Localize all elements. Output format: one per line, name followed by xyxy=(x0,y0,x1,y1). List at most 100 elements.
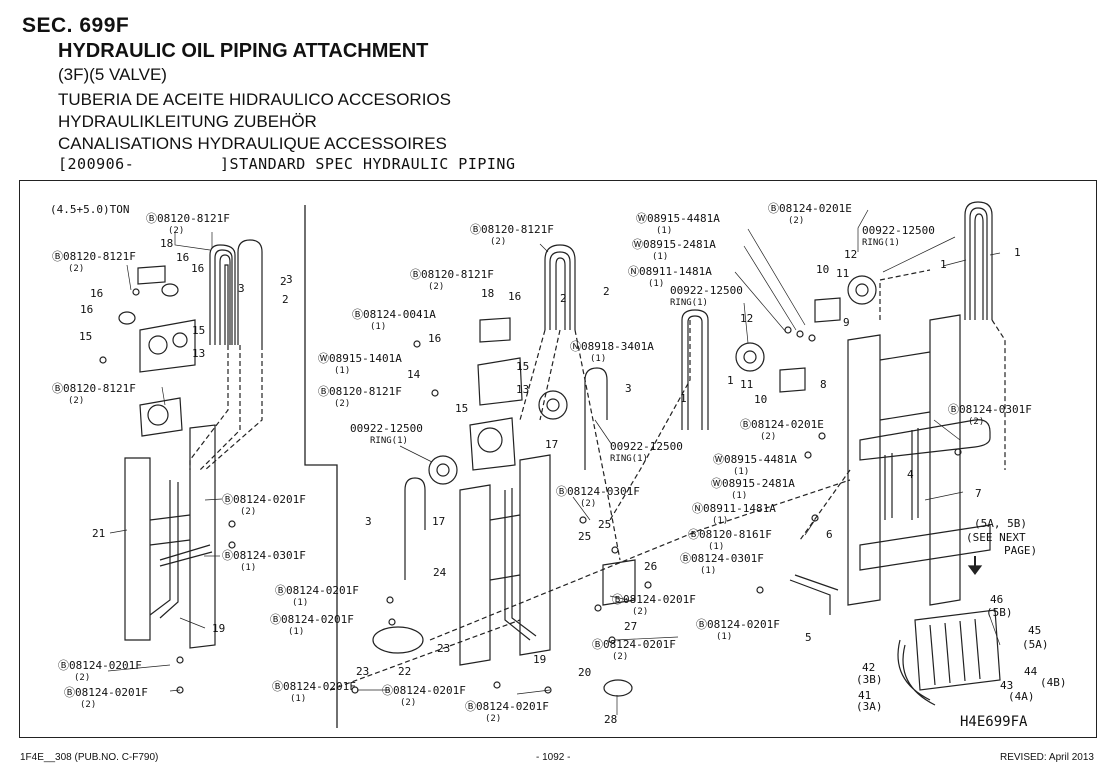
part-qty: RING(1) xyxy=(370,436,408,446)
part-qty: (2) xyxy=(428,282,444,292)
part-ref: 00922-12500 xyxy=(350,422,423,435)
part-ref: Ⓑ08120-8121F xyxy=(52,382,136,395)
ring-ref: 00922-12500 xyxy=(610,440,683,453)
part-qty: (2) xyxy=(490,237,506,247)
part-ref: Ⓑ08124-0201F xyxy=(612,593,696,606)
section-number: SEC. 699F xyxy=(22,14,130,37)
port-4b: (4B) xyxy=(1040,676,1067,689)
footer-page-number: - 1092 - xyxy=(536,752,571,763)
item-46: 46 xyxy=(990,593,1003,606)
item-14: 14 xyxy=(407,368,421,381)
ring-qty: RING(1) xyxy=(670,298,708,308)
item-16: 16 xyxy=(508,290,521,303)
part-qty: (2) xyxy=(334,399,350,409)
item-28: 28 xyxy=(604,713,617,726)
item-25: 25 xyxy=(598,518,611,531)
item-19: 19 xyxy=(212,622,225,635)
port-3b: (3B) xyxy=(856,673,883,686)
part-qty: (1) xyxy=(370,322,386,332)
item-27: 27 xyxy=(624,620,637,633)
item-11: 11 xyxy=(740,378,753,391)
part-qty: (2) xyxy=(80,700,96,710)
part-qty: (1) xyxy=(290,694,306,704)
part-qty: (1) xyxy=(656,226,672,236)
item-2: 2 xyxy=(282,293,289,306)
part-ref: Ⓝ08911-1481A xyxy=(628,265,712,278)
item-10: 10 xyxy=(816,263,829,276)
see-next-page: (SEE NEXT xyxy=(966,531,1026,544)
item-45: 45 xyxy=(1028,624,1041,637)
capacity-note: (4.5+5.0)TON xyxy=(50,203,129,216)
part-qty: (2) xyxy=(580,499,596,509)
title-spanish: TUBERIA DE ACEITE HIDRAULICO ACCESORIOS xyxy=(58,90,451,109)
part-ref: Ⓑ08124-0301F xyxy=(556,485,640,498)
ring-qty: RING(1) xyxy=(610,454,648,464)
item-23: 23 xyxy=(356,665,369,678)
subdiagram-divider xyxy=(304,205,338,728)
part-qty: (2) xyxy=(68,264,84,274)
part-qty: (1) xyxy=(716,632,732,642)
item-24: 24 xyxy=(433,566,447,579)
item-2: 2 xyxy=(560,292,567,305)
part-qty: (2) xyxy=(612,652,628,662)
item-3: 3 xyxy=(238,282,245,295)
part-ref: Ⓝ08911-1481A xyxy=(692,502,776,515)
callout-labels: (4.5+5.0)TON Ⓑ08120-8121F (2) Ⓑ08120-812… xyxy=(50,202,1067,730)
part-ref: Ⓑ08124-0201E xyxy=(768,202,852,215)
item-43: 43 xyxy=(1000,679,1013,692)
title-subtitle: (3F)(5 VALVE) xyxy=(58,65,167,84)
item-44: 44 xyxy=(1024,665,1038,678)
item-23: 23 xyxy=(437,642,450,655)
part-qty: (2) xyxy=(788,216,804,226)
item-1: 1 xyxy=(1014,246,1021,259)
part-ref: Ⓑ08124-0201F xyxy=(58,659,142,672)
port-5a: (5A) xyxy=(1022,638,1049,651)
item-1: 1 xyxy=(680,392,687,405)
part-ref: Ⓑ08120-8121F xyxy=(52,250,136,263)
item-25: 25 xyxy=(578,530,591,543)
part-qty: (2) xyxy=(240,507,256,517)
item-15: 15 xyxy=(516,360,529,373)
part-ref: Ⓑ08124-0201F xyxy=(465,700,549,713)
item-12: 12 xyxy=(844,248,857,261)
part-qty: (1) xyxy=(731,491,747,501)
part-qty: (2) xyxy=(968,417,984,427)
see-next-page: PAGE) xyxy=(1004,544,1037,557)
diagram-frame xyxy=(19,180,1097,738)
item-16: 16 xyxy=(90,287,103,300)
part-qty: (2) xyxy=(485,714,501,724)
item-22: 22 xyxy=(398,665,411,678)
item-4: 4 xyxy=(907,468,914,481)
port-4a: (4A) xyxy=(1008,690,1035,703)
item-18: 18 xyxy=(160,237,173,250)
item-8: 8 xyxy=(820,378,827,391)
part-ref: Ⓑ08120-8121F xyxy=(318,385,402,398)
item-5: 5 xyxy=(805,631,812,644)
item-15: 15 xyxy=(79,330,92,343)
item-9: 9 xyxy=(843,316,850,329)
part-ref: Ⓑ08124-0301F xyxy=(680,552,764,565)
part-ref: Ⓑ08124-0041A xyxy=(352,308,436,321)
part-ref: Ⓦ08915-4481A xyxy=(636,212,720,225)
part-ref: Ⓑ08124-0201F xyxy=(64,686,148,699)
part-ref: Ⓑ08120-8161F xyxy=(688,528,772,541)
item-13: 13 xyxy=(192,347,205,360)
part-qty: (1) xyxy=(712,516,728,526)
part-qty: (1) xyxy=(652,252,668,262)
item-7: 7 xyxy=(975,487,982,500)
item-12: 12 xyxy=(740,312,753,325)
part-ref: Ⓑ08124-0201F xyxy=(222,493,306,506)
ring-qty: RING(1) xyxy=(862,238,900,248)
port-5b: (5B) xyxy=(986,606,1013,619)
title-german: HYDRAULIKLEITUNG ZUBEHÖR xyxy=(58,112,317,131)
part-ref: Ⓑ08124-0301F xyxy=(948,403,1032,416)
part-ref: Ⓑ08124-0201F xyxy=(275,584,359,597)
port-3a: (3A) xyxy=(856,700,883,713)
item-16: 16 xyxy=(191,262,204,275)
item-10: 10 xyxy=(754,393,767,406)
part-ref: Ⓦ08915-2481A xyxy=(632,238,716,251)
item-41: 41 xyxy=(858,689,871,702)
ring-ref: 00922-12500 xyxy=(670,284,743,297)
item-1: 1 xyxy=(727,374,734,387)
